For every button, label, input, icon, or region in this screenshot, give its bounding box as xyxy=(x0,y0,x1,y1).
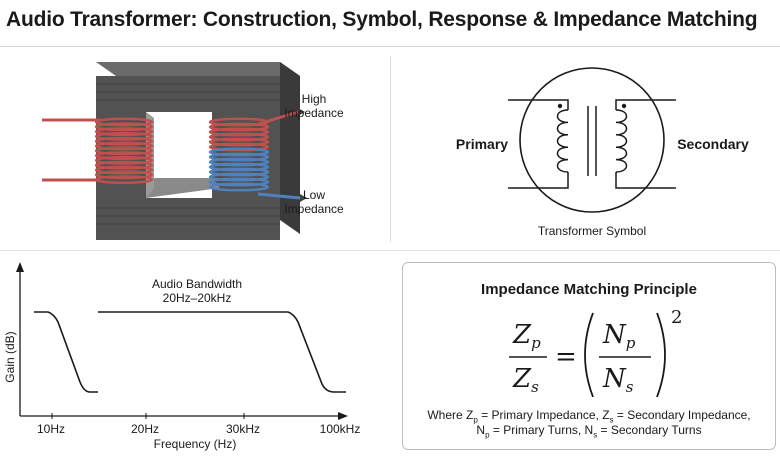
coil-turn xyxy=(94,122,154,132)
formula-ns: Ns xyxy=(602,364,634,396)
coil-turn xyxy=(208,137,270,147)
formula-exponent: 2 xyxy=(671,307,682,328)
primary-winding xyxy=(556,109,569,173)
coil-turn xyxy=(94,156,154,165)
coil-turn xyxy=(208,122,270,132)
formula-np: Np xyxy=(602,320,636,352)
coil-turn xyxy=(94,141,154,151)
page-title: Audio Transformer: Construction, Symbol,… xyxy=(6,8,758,31)
coil-leads xyxy=(42,110,301,200)
high-impedance-label: High Impedance xyxy=(284,92,344,120)
coil-turn xyxy=(208,177,270,187)
coil-turn xyxy=(94,170,154,180)
coil-turn xyxy=(208,172,270,182)
low-impedance-arrow xyxy=(300,194,307,202)
x-tick-100khz: 100kHz xyxy=(319,422,361,436)
response-panel: Audio Bandwidth 20Hz–20kHz Gain (dB) 10H… xyxy=(0,256,392,466)
coil-turn xyxy=(208,157,270,167)
x-tick-30khz: 30kHz xyxy=(225,422,260,436)
y-axis-label: Gain (dB) xyxy=(3,331,17,383)
coil-turn xyxy=(208,127,270,137)
construction-panel: High Impedance Low Impedance xyxy=(0,48,390,248)
coil-turn xyxy=(208,182,270,192)
transformer-symbol-diagram xyxy=(508,67,676,213)
coil-turn xyxy=(94,136,154,146)
coil-turn xyxy=(208,167,270,177)
coil-turn xyxy=(94,165,154,175)
coil-turn xyxy=(208,152,270,162)
frequency-response-chart xyxy=(16,262,348,420)
formula-legend-line-1: Where Zp = Primary Impedance, Zs = Secon… xyxy=(427,408,751,425)
core-top-face xyxy=(96,62,300,76)
primary-lead-top xyxy=(508,99,569,110)
low-impedance-label: Low Impedance xyxy=(284,188,344,216)
symbol-panel: Primary Secondary Transformer Symbol xyxy=(392,48,780,248)
transformer-construction-illustration xyxy=(42,62,307,240)
impedance-matching-card: Impedance Matching Principle Zp Zs = Np … xyxy=(402,262,776,450)
title-divider xyxy=(0,46,780,47)
primary-coil xyxy=(94,117,154,185)
symbol-caption: Transformer Symbol xyxy=(537,224,647,238)
x-axis-label: Frequency (Hz) xyxy=(153,437,237,451)
high-impedance-arrow xyxy=(298,108,305,116)
coil-turn xyxy=(208,162,270,172)
coil-turn xyxy=(94,146,154,156)
secondary-label: Secondary xyxy=(677,136,749,152)
secondary-winding xyxy=(615,109,628,173)
formula-right-paren xyxy=(656,312,666,397)
x-tick-10hz: 10Hz xyxy=(36,422,65,436)
coil-turn xyxy=(94,132,154,141)
coil-turn xyxy=(94,151,154,161)
formula-legend-line-2: Np = Primary Turns, Ns = Secondary Turns xyxy=(476,423,702,440)
coil-turn xyxy=(208,142,270,152)
primary-lead-bottom xyxy=(508,172,569,189)
panel-divider-vertical xyxy=(390,56,391,242)
y-axis-arrow xyxy=(16,262,24,272)
symbol-windings xyxy=(508,99,676,189)
bandwidth-range: 20Hz–20kHz xyxy=(162,291,232,305)
primary-dot xyxy=(557,103,563,109)
core-window-inner-bottom xyxy=(146,178,220,198)
impedance-formula: Zp Zs = Np Ns 2 xyxy=(509,307,682,397)
coil-turn xyxy=(94,117,154,127)
formula-equals: = xyxy=(555,342,577,372)
x-ticks xyxy=(51,413,341,419)
formula-zs: Zs xyxy=(512,364,539,396)
secondary-coil xyxy=(208,117,270,192)
coil-turn xyxy=(94,160,154,170)
core-side-face xyxy=(280,62,300,234)
panel-divider-horizontal xyxy=(0,250,780,251)
formula-left-paren xyxy=(584,312,594,397)
secondary-lead-top xyxy=(615,99,676,110)
passband-rolloff-curve xyxy=(98,311,346,393)
formula-zp: Zp xyxy=(512,320,541,352)
bandwidth-label: Audio Bandwidth xyxy=(151,277,243,291)
primary-label: Primary xyxy=(455,136,509,152)
coil-turn xyxy=(208,147,270,157)
core-laminations xyxy=(96,83,280,225)
impedance-heading: Impedance Matching Principle xyxy=(481,281,697,298)
x-tick-20hz: 20Hz xyxy=(130,422,159,436)
secondary-lead-bottom xyxy=(615,172,676,189)
symbol-circle xyxy=(519,67,665,213)
coil-turn xyxy=(94,127,154,137)
core-window xyxy=(146,112,212,198)
secondary-dot xyxy=(621,103,627,109)
coil-turn xyxy=(208,132,270,142)
low-frequency-rolloff-curve xyxy=(34,311,98,393)
